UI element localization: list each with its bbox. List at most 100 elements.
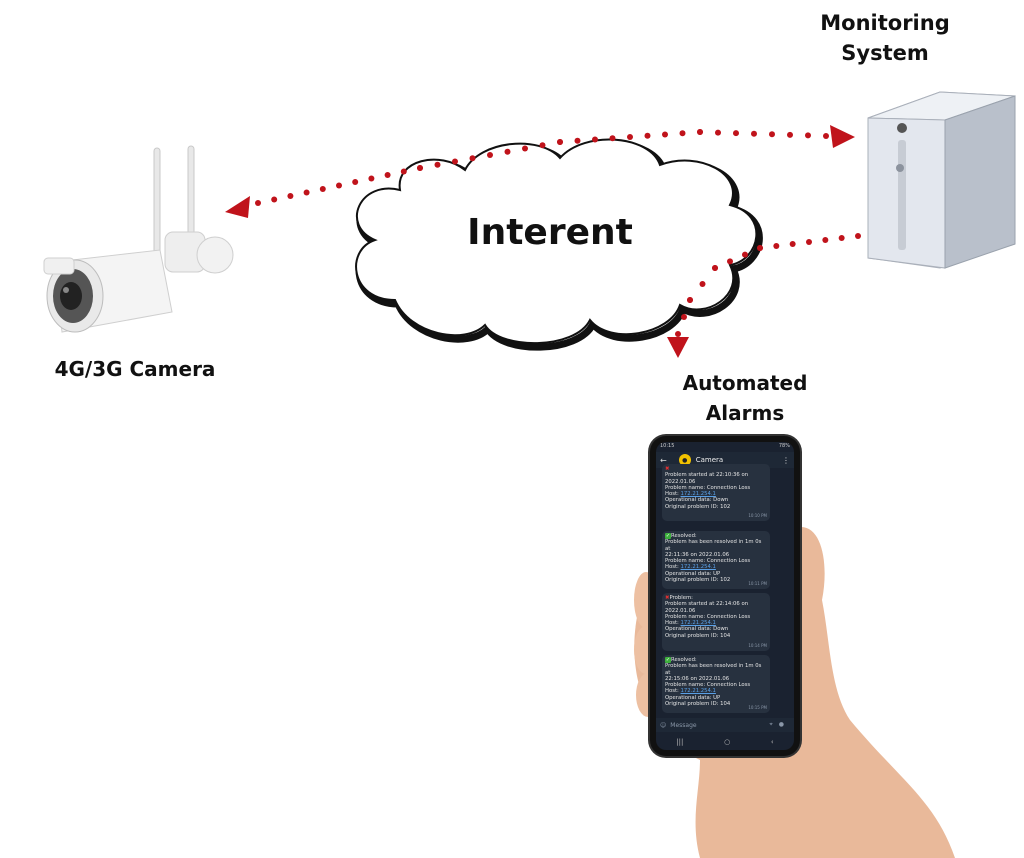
connector-dot: [681, 314, 687, 320]
message-line: Operational data: Down: [665, 626, 729, 633]
attach-icon[interactable]: ⌖: [769, 721, 779, 728]
emoji-icon[interactable]: ☺: [660, 721, 667, 729]
internet-label: Interent: [467, 212, 633, 253]
host-label: Host:: [665, 688, 681, 695]
avatar[interactable]: ●: [678, 454, 691, 466]
host-link[interactable]: 172.21.254.1: [680, 564, 716, 571]
message-list[interactable]: ✖ Problem started at 22:10:36 on 2022.01…: [656, 464, 794, 717]
connector-dot: [469, 155, 476, 162]
problem-x-icon: ✖: [665, 466, 670, 472]
message-line: Problem name: Connection Loss: [665, 484, 751, 491]
connector-dot: [592, 136, 598, 143]
message-line: Problem name: Connection Loss: [665, 682, 751, 689]
message-line: Problem name: Connection Loss: [665, 613, 751, 620]
connector-dot: [769, 131, 775, 138]
connector-dot: [855, 233, 861, 239]
connector-dot: [727, 258, 733, 265]
connector-dot: [789, 241, 796, 247]
message-time: 10:15 PM: [748, 704, 767, 710]
message-line: Problem has been resolved in 1m 0s at: [665, 539, 762, 552]
message-time: 10:11 PM: [748, 580, 767, 586]
connector-dot: [287, 193, 294, 199]
back-nav-icon[interactable]: ‹: [770, 738, 774, 746]
message-line: 22:11:36 on 2022.01.06: [665, 551, 730, 558]
connector-dot: [434, 161, 441, 168]
message-line: Problem started at 22:14:06 on: [665, 601, 749, 608]
connector-dot: [699, 281, 706, 287]
arrowhead-phone: [667, 337, 689, 358]
message-line: Original problem ID: 104: [665, 632, 731, 639]
recent-apps-icon[interactable]: |||: [676, 738, 684, 746]
message-line: Operational data: UP: [665, 694, 721, 701]
message-header: Resolved:: [671, 533, 697, 539]
message-line: Problem has been resolved in 1m 0s at: [665, 663, 762, 676]
status-time: 10:15: [660, 443, 675, 449]
connector-dot: [751, 130, 757, 137]
connector-dot: [487, 152, 493, 158]
connector-dot: [644, 132, 651, 139]
message-line: Original problem ID: 102: [665, 577, 731, 584]
mic-icon[interactable]: ●: [778, 721, 790, 728]
connector-dot: [662, 131, 668, 138]
connector-dot: [822, 237, 829, 243]
message-time: 10:10 PM: [748, 512, 767, 518]
phone-screen: 10:15 78% ← ● Camera ⋮ ✖ Problem started…: [656, 442, 794, 750]
connector-dot: [733, 130, 739, 137]
message-time: 10:14 PM: [748, 642, 767, 648]
host-link[interactable]: 172.21.254.1: [680, 620, 716, 627]
connector-dot: [384, 172, 391, 178]
phone: 10:15 78% ← ● Camera ⋮ ✖ Problem started…: [650, 436, 800, 756]
message-bubble: ✓Resolved: Problem has been resolved in …: [662, 531, 770, 589]
message-input-bar[interactable]: ☺ Message ⌖●: [656, 718, 794, 732]
home-icon[interactable]: ○: [724, 738, 731, 746]
connector-dot: [687, 297, 693, 303]
message-line: Problem name: Connection Loss: [665, 558, 751, 565]
message-line: Original problem ID: 102: [665, 503, 731, 510]
server-illustration: [867, 91, 1016, 269]
connector-dot: [352, 179, 359, 185]
message-line: Original problem ID: 104: [665, 701, 731, 708]
message-header: Problem:: [669, 595, 693, 601]
camera-illustration: [43, 145, 234, 333]
connector-dot: [627, 134, 633, 140]
host-link[interactable]: 172.21.254.1: [680, 688, 716, 695]
host-label: Host:: [665, 564, 681, 571]
problem-x-icon: ✖: [665, 595, 670, 601]
internet-cloud: [355, 138, 763, 351]
connector-dot: [539, 142, 546, 149]
connector-dot: [452, 158, 458, 165]
connector-dot: [504, 148, 511, 155]
camera-label: 4G/3G Camera: [54, 357, 216, 381]
connector-dot: [255, 200, 261, 206]
resolved-check-icon: ✓: [665, 657, 671, 663]
message-line: Problem started at 22:10:36 on: [665, 472, 749, 479]
android-nav-bar: ||| ○ ‹: [656, 734, 794, 750]
connector-dot: [675, 331, 681, 337]
connector-dot: [609, 135, 616, 142]
chat-title: Camera: [695, 456, 724, 464]
connector-dot: [742, 251, 748, 258]
arrowhead-server: [830, 125, 855, 148]
connector-dot: [417, 165, 423, 171]
host-link[interactable]: 172.21.254.1: [680, 491, 716, 498]
message-line: 2022.01.06: [665, 478, 696, 485]
connector-dot: [712, 265, 718, 271]
connector-dot: [679, 130, 686, 137]
resolved-check-icon: ✓: [665, 533, 671, 539]
kebab-menu-icon[interactable]: ⋮: [782, 455, 790, 465]
connector-dot: [557, 139, 563, 145]
battery-level: 78%: [778, 443, 790, 449]
status-bar: 10:15 78%: [656, 442, 794, 452]
connector-dot: [319, 186, 326, 192]
connector-dot: [805, 132, 811, 139]
message-bubble: ✓Resolved: Problem has been resolved in …: [662, 655, 770, 713]
connector-dot: [787, 131, 793, 138]
message-input[interactable]: Message: [670, 721, 697, 729]
link-camera-server: [255, 129, 829, 206]
back-arrow-icon[interactable]: ←: [660, 455, 667, 465]
connector-dot: [773, 243, 780, 249]
arrowhead-camera: [225, 196, 250, 218]
connector-dot: [400, 168, 407, 175]
message-header: Resolved:: [671, 657, 697, 663]
